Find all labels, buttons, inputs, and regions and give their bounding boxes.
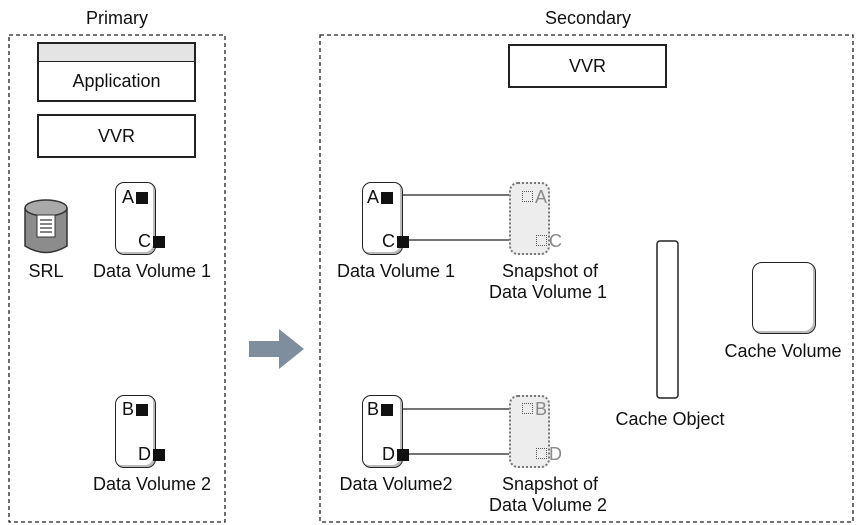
application-header-bar	[39, 44, 194, 62]
primary-data-volume-2-label: Data Volume 2	[92, 474, 212, 494]
secondary-v1-block-c: C	[382, 231, 409, 251]
snapshot2-block-d: D	[536, 444, 562, 464]
secondary-title: Secondary	[544, 8, 632, 28]
primary-v1-block-a-label: A	[122, 187, 135, 207]
snapshot-block-icon	[536, 235, 547, 246]
snapshot2-block-b: B	[522, 399, 547, 419]
snapshot-block-icon	[536, 448, 547, 459]
secondary-v1-block-c-label: C	[382, 231, 395, 251]
block-c-marker-icon	[153, 236, 165, 248]
primary-v1-block-c-label: C	[138, 231, 151, 251]
primary-v2-block-b: B	[122, 399, 149, 419]
primary-data-volume-2	[115, 395, 156, 468]
secondary-v2-block-d: D	[382, 444, 409, 464]
block-b-marker-icon	[381, 404, 394, 416]
snapshot1-label-line2: Data Volume 1	[488, 282, 608, 302]
primary-v2-block-d: D	[138, 444, 165, 464]
block-c-marker-icon	[397, 236, 409, 248]
primary-v1-block-a: A	[122, 187, 149, 207]
replication-arrow-icon	[249, 329, 304, 369]
cache-object-shape	[656, 240, 679, 399]
secondary-v2-block-b: B	[367, 399, 394, 419]
application-box: Application	[37, 42, 196, 102]
secondary-data-volume-1-label: Data Volume 1	[336, 261, 456, 281]
secondary-v2-block-b-label: B	[367, 399, 380, 419]
primary-data-volume-1-label: Data Volume 1	[92, 261, 212, 281]
primary-v2-block-d-label: D	[138, 444, 151, 464]
primary-v1-block-c: C	[138, 231, 165, 251]
primary-data-volume-1	[115, 182, 156, 255]
snapshot-volume-1	[509, 182, 550, 255]
snapshot2-block-d-label: D	[549, 444, 562, 464]
cache-object-label: Cache Object	[615, 409, 725, 429]
snapshot1-block-c: C	[536, 231, 562, 251]
srl-label: SRL	[28, 261, 64, 281]
snapshot2-label-line1: Snapshot of	[501, 474, 599, 494]
snapshot2-block-b-label: B	[535, 399, 548, 419]
secondary-v1-block-a: A	[367, 187, 394, 207]
block-a-marker-icon	[136, 192, 149, 204]
snapshot-block-icon	[522, 403, 533, 414]
snapshot1-block-a: A	[522, 187, 547, 207]
primary-vvr-box: VVR	[37, 114, 196, 158]
application-label: Application	[72, 70, 161, 91]
block-d-marker-icon	[153, 449, 165, 461]
primary-region-border	[8, 34, 226, 523]
secondary-v1-block-a-label: A	[367, 187, 380, 207]
secondary-vvr-box: VVR	[508, 44, 667, 88]
snapshot1-block-c-label: C	[549, 231, 562, 251]
snapshot-block-icon	[522, 191, 533, 202]
cache-volume-shape	[752, 262, 816, 334]
srl-database-icon	[24, 199, 68, 254]
cache-volume-label: Cache Volume	[724, 341, 842, 361]
secondary-data-volume-2-label: Data Volume2	[339, 474, 453, 494]
snapshot2-label-line2: Data Volume 2	[488, 495, 608, 515]
snapshot1-label-line1: Snapshot of	[501, 261, 599, 281]
block-a-marker-icon	[381, 192, 394, 204]
snapshot-volume-2	[509, 395, 550, 468]
secondary-region-border	[319, 34, 854, 523]
primary-title: Primary	[86, 8, 148, 28]
secondary-v2-block-d-label: D	[382, 444, 395, 464]
block-b-marker-icon	[136, 404, 149, 416]
snapshot1-block-a-label: A	[535, 187, 548, 207]
block-d-marker-icon	[397, 449, 409, 461]
primary-v2-block-b-label: B	[122, 399, 135, 419]
